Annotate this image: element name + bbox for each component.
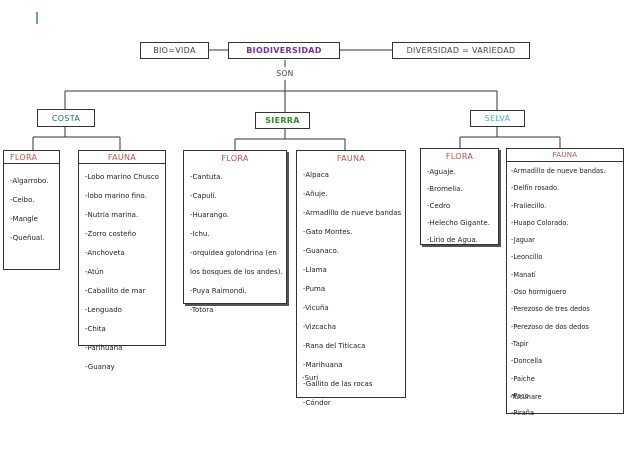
- list-item: -Piraña: [511, 409, 535, 418]
- list-item: -Gallito de las rocas: [303, 380, 373, 388]
- list-item: -Manatí: [511, 270, 536, 279]
- sierra-fauna-title: FAUNA: [336, 153, 366, 163]
- biodiversidad-box: BIODIVERSIDAD: [228, 42, 340, 59]
- costa-flora-title: FLORA: [4, 151, 59, 164]
- list-item: -Chita: [85, 325, 106, 333]
- sierra-fauna-list: -Alpaca -Añuje. -Armadillo de nueve band…: [297, 165, 405, 413]
- list-item: -Oso hormiguero: [511, 288, 567, 297]
- list-item: -Queñual.: [10, 234, 45, 242]
- list-item: -Perezoso de dos dedos: [511, 322, 589, 331]
- list-item: -Guanay: [85, 363, 115, 371]
- selva-fauna-last-item: -Tucunare: [510, 393, 542, 401]
- diversidad-variedad-box: DIVERSIDAD = VARIEDAD: [392, 42, 530, 59]
- sierra-flora-box: FLORA -Cantuta. -Capulí. -Huarango. -Ich…: [183, 150, 287, 314]
- diversidad-variedad-label: DIVERSIDAD = VARIEDAD: [406, 46, 516, 55]
- bio-vida-label: BIO=VIDA: [153, 46, 196, 55]
- list-item: -Paiche: [511, 374, 535, 383]
- list-item: -Frailecillo.: [511, 201, 547, 210]
- list-item: -Algarrobo.: [10, 177, 49, 185]
- list-item: -Llama: [303, 266, 327, 274]
- list-item: -lobo marino fino.: [85, 192, 147, 200]
- costa-region-box: COSTA: [37, 109, 95, 127]
- list-item: -Guanaco.: [303, 247, 339, 255]
- list-item: -Perezoso de tres dedos: [511, 305, 590, 314]
- sierra-region-box: SIERRA: [255, 112, 310, 129]
- list-item: -Puya Raimondi.: [190, 287, 247, 295]
- list-item: -Vicuña: [303, 304, 329, 312]
- selva-flora-list: -Aguaje. -Bromelia. -Cedro -Helecho Giga…: [421, 164, 498, 249]
- sierra-fauna-last-item: -Suri: [302, 374, 319, 382]
- costa-fauna-box: FAUNA -Lobo marino Chusco -lobo marino f…: [78, 150, 166, 371]
- list-item: -Puma: [303, 285, 326, 293]
- selva-region-box: SELVA: [470, 110, 525, 127]
- list-item: -Armadillo de nueve bandas: [303, 209, 402, 217]
- selva-flora-title: FLORA: [445, 152, 474, 161]
- selva-fauna-box: FAUNA -Armadillo de nueve bandas. -Delfí…: [506, 148, 624, 417]
- list-item: -Gato Montes.: [303, 228, 353, 236]
- list-item: -Rana del Titicaca: [303, 342, 366, 350]
- list-item: -Huapo Colorado.: [511, 218, 569, 227]
- costa-flora-box: FLORA -Algarrobo. -Ceibo. -Mangle -Queñu…: [3, 150, 60, 270]
- son-connector-label: SON: [276, 69, 294, 78]
- list-item: -Ichu.: [190, 230, 210, 238]
- biodiversidad-label: BIODIVERSIDAD: [246, 46, 322, 55]
- list-item: -Tapir: [511, 339, 529, 348]
- list-item: -Jaguar: [511, 236, 535, 245]
- selva-fauna-list: -Armadillo de nueve bandas. -Delfín rosa…: [507, 162, 623, 422]
- costa-flora-list: -Algarrobo. -Ceibo. -Mangle -Queñual.: [4, 164, 59, 248]
- list-item: -Anchoveta: [85, 249, 125, 257]
- sierra-label: SIERRA: [265, 116, 300, 125]
- list-item: -Huarango.: [190, 211, 229, 219]
- list-item: -orquídea golondrina (en: [190, 249, 277, 257]
- costa-label: COSTA: [51, 113, 81, 123]
- list-item: -Armadillo de nueve bandas.: [511, 167, 606, 175]
- list-item: -Ceibo.: [10, 196, 35, 204]
- costa-fauna-list: -Lobo marino Chusco -lobo marino fino. -…: [79, 164, 165, 377]
- list-item: -Helecho Gigante.: [427, 219, 490, 227]
- list-item: -Doncella: [511, 357, 543, 366]
- sierra-fauna-box: FAUNA -Alpaca -Añuje. -Armadillo de nuev…: [296, 150, 406, 407]
- list-item: -Vizcacha: [303, 323, 337, 331]
- selva-label: SELVA: [484, 114, 511, 123]
- costa-fauna-title: FAUNA: [79, 151, 165, 164]
- list-item: -Cóndor: [303, 399, 331, 407]
- list-item: -Leoncillo: [511, 253, 543, 262]
- list-item: -Lenguado: [85, 306, 122, 314]
- bio-vida-box: BIO=VIDA: [140, 42, 209, 59]
- list-item: -Capulí.: [190, 192, 217, 200]
- list-item: -Marihuana: [303, 361, 343, 369]
- list-item: -Atún: [85, 268, 104, 276]
- list-item: -Mangle: [10, 215, 38, 223]
- list-item: -Zorro costeño: [85, 230, 137, 238]
- list-item: -Caballito de mar: [85, 287, 146, 295]
- list-item: -Lirio de Agua.: [427, 236, 478, 244]
- list-item: -Parihuana: [85, 344, 123, 352]
- list-item: -Añuje.: [303, 190, 328, 198]
- list-item: -Lobo marino Chusco: [85, 173, 159, 181]
- list-item: -Alpaca: [303, 171, 329, 179]
- sierra-flora-title: FLORA: [221, 154, 249, 163]
- list-item: -Nutria marina.: [85, 211, 139, 219]
- list-item: -Paco: [511, 391, 529, 400]
- sierra-flora-list: -Cantuta. -Capulí. -Huarango. -Ichu. -or…: [184, 166, 286, 320]
- list-item: -Totora: [190, 306, 214, 314]
- list-item: -Aguaje.: [427, 168, 456, 176]
- list-item: -Bromelia.: [427, 185, 463, 193]
- selva-flora-box: FLORA -Aguaje. -Bromelia. -Cedro -Helech…: [420, 148, 499, 245]
- list-item: -Cedro: [427, 202, 451, 210]
- list-item: -Cantuta.: [190, 173, 223, 181]
- selva-fauna-title: FAUNA: [507, 149, 623, 162]
- list-item: los bosques de los andes).: [190, 268, 283, 276]
- list-item: -Delfín rosado.: [511, 184, 560, 193]
